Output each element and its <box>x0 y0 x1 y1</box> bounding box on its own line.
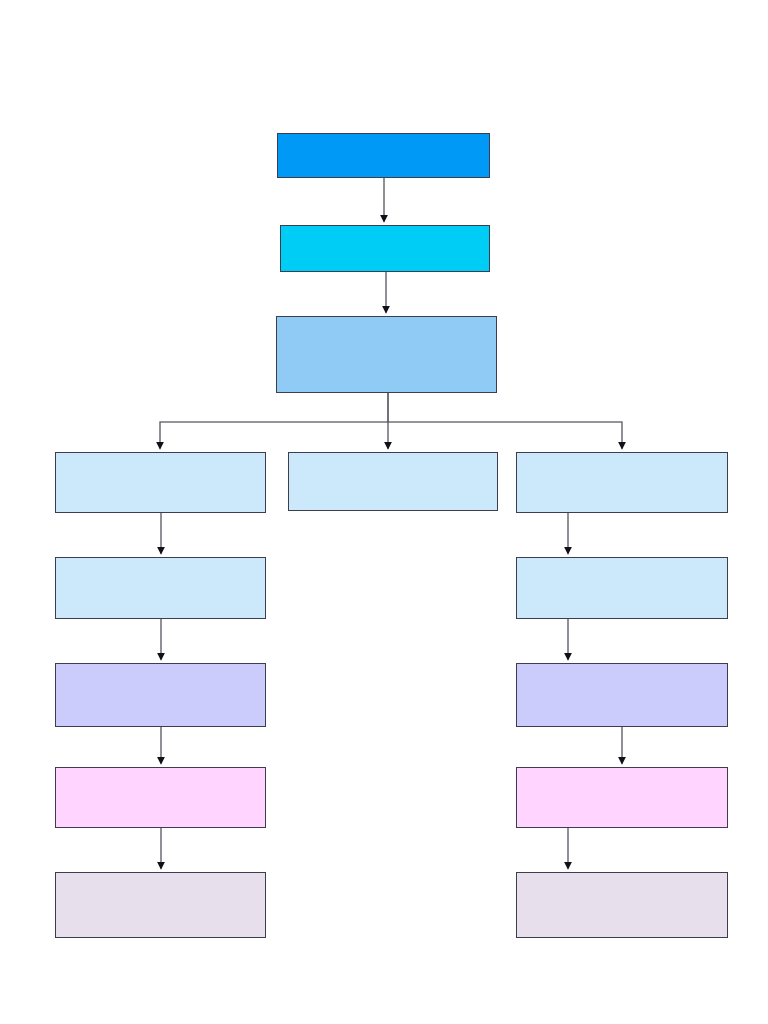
node-branch-left-row3[interactable] <box>55 663 266 727</box>
node-branch-left-row4[interactable] <box>55 767 266 828</box>
node-branch-center-row1[interactable] <box>288 452 498 511</box>
node-branch-right-row3[interactable] <box>516 663 728 727</box>
node-branch-right-row1[interactable] <box>516 452 728 513</box>
node-branch-left-row5[interactable] <box>55 872 266 938</box>
node-stage-1[interactable] <box>277 133 490 178</box>
edge-n3-n4L <box>156 393 389 450</box>
node-stage-2[interactable] <box>280 225 490 272</box>
node-branch-left-row2[interactable] <box>55 557 266 619</box>
node-branch-right-row4[interactable] <box>516 767 728 828</box>
edge-n3-n4R <box>387 393 626 450</box>
node-branch-right-row2[interactable] <box>516 557 728 619</box>
node-branch-left-row1[interactable] <box>55 452 266 513</box>
node-stage-3[interactable] <box>276 316 497 393</box>
node-branch-right-row5[interactable] <box>516 872 728 938</box>
